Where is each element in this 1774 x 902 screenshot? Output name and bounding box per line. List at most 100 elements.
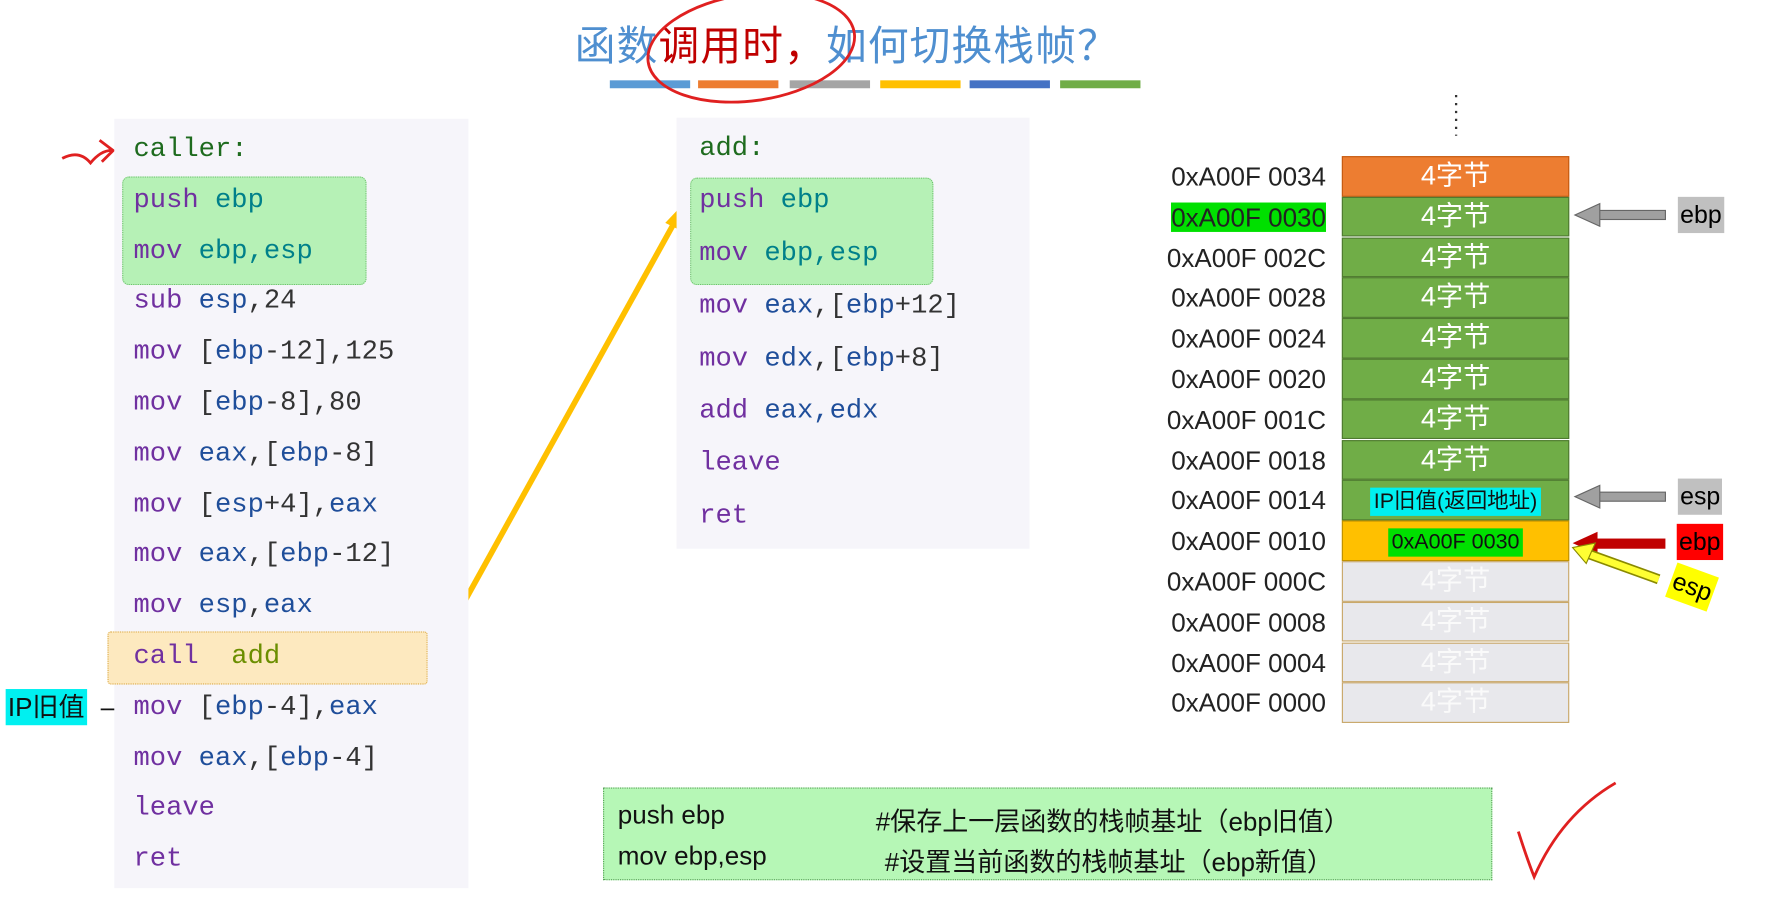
code-token-num: ,24 [247,286,297,318]
old-esp-arrow-icon [1573,484,1666,509]
stack-cell: 4字节 [1341,399,1570,440]
code-line: ret [134,844,183,876]
code-token-reg: ebp [280,540,330,571]
code-line: mov [ebp-4],eax [134,692,378,724]
old-ebp-arrow-icon [1573,202,1666,228]
code-token-num: +8] [894,343,944,375]
code-token-reg: eax [329,489,378,520]
title-color-bar [698,80,779,89]
code-line: mov ebp,esp [699,238,878,270]
new-esp-arrow-icon [1571,542,1661,585]
code-token-op: push [699,185,781,217]
code-token-num: [ [198,388,215,419]
code-token-fn: add [231,641,281,673]
stack-address: 0xA00F 0024 [1134,322,1326,356]
stack-address-text: 0xA00F 0024 [1171,323,1327,354]
caller-pointer-arrow-icon [61,139,116,166]
code-token-op: sub [133,286,199,318]
code-token-op: leave [699,448,781,480]
stack-address: 0xA00F 0014 [1134,484,1326,518]
code-token-reg: eax [764,290,814,322]
stack-address: 0xA00F 0034 [1134,160,1326,194]
note-comment-2: #设置当前函数的栈帧基址（ebp新值） [884,847,1333,877]
code-label: add: [699,134,764,166]
code-line: leave [134,794,215,826]
code-token-reg: eax [198,742,248,774]
stack-cell: 4字节 [1341,601,1570,643]
code-token-num: -4], [263,692,330,723]
code-token-label: add: [699,133,765,165]
stack-cell-content: IP旧值(返回地址) [1370,488,1541,517]
stack-cell-content: 4字节 [1420,444,1491,475]
stack-address-text: 0xA00F 0028 [1171,283,1327,313]
note-comment-1: #保存上一层函数的栈帧基址（ebp旧值） [875,806,1350,837]
code-token-reg: edx [764,343,814,375]
code-token-reg: ebp [845,290,895,322]
code-line: ret [699,501,748,533]
code-token-num: , [247,590,264,622]
code-token-reg: esp [214,489,264,520]
code-token-num: +12] [894,290,960,322]
code-token-reg: eax [329,692,378,723]
code-line: push ebp [699,186,829,218]
note-code-2: mov ebp,esp [617,840,767,871]
title-part3: 如何切换栈帧？ [825,22,1120,70]
stack-address-text: 0xA00F 000C [1166,566,1327,597]
stack-address: 0xA00F 0010 [1134,524,1326,558]
stack-cell: 0xA00F 0030 [1341,520,1570,562]
code-label: caller: [134,135,248,167]
stack-cell-content: 4字节 [1420,241,1491,273]
stack-address: 0xA00F 0000 [1134,686,1326,720]
code-token-reg: eax [198,438,248,470]
stack-address-text: 0xA00F 0030 [1171,202,1327,232]
title-part2: 调用时， [658,22,826,70]
code-token-op: push [133,185,215,216]
stack-address-text: 0xA00F 0000 [1171,688,1327,718]
code-token-reg: eax,edx [764,395,879,427]
summary-note: push ebp #保存上一层函数的栈帧基址（ebp旧值） mov ebp,es… [603,787,1493,881]
stack-cell: IP旧值(返回地址) [1341,480,1570,521]
code-token-op: mov [133,590,199,622]
stack-cell: 4字节 [1341,439,1570,481]
stack-address: 0xA00F 000C [1134,565,1326,599]
stack-address: 0xA00F 0028 [1134,281,1326,315]
code-token-reg: eax [263,590,313,622]
code-token-reg: esp [198,590,248,622]
code-token-op: mov [133,438,199,470]
code-token-num: ,[ [247,742,281,774]
code-line: mov eax,[ebp-4] [134,743,378,775]
stack-cell: 4字节 [1341,156,1570,197]
stack-address: 0xA00F 0008 [1134,605,1326,639]
code-line: add eax,edx [699,396,878,428]
stack-cell-content: 0xA00F 0030 [1388,528,1523,557]
code-token-op: ret [699,500,749,532]
code-token-ebp: ebp [214,185,264,216]
stack-address: 0xA00F 0018 [1134,443,1326,477]
code-token-num: -8] [329,438,378,470]
code-token-num: -8],80 [263,388,362,419]
title-color-bar [969,80,1050,89]
code-line: mov esp,eax [134,591,313,623]
stack-cell-content: 4字节 [1420,363,1491,394]
stack-address-text: 0xA00F 0020 [1171,364,1327,394]
stack-address-text: 0xA00F 001C [1166,404,1327,435]
title-color-bar [880,80,961,89]
code-token-label: caller: [133,134,248,166]
code-token-reg: ebp [214,388,264,419]
stack-cell: 4字节 [1341,358,1570,400]
stack-cell: 4字节 [1341,237,1570,278]
code-token-num: -12],125 [263,337,395,368]
code-token-num: [ [198,489,215,520]
stack-cell: 4字节 [1341,277,1570,319]
code-line: push ebp [134,185,264,217]
code-token-op: mov [133,742,199,774]
stack-cell-content: 4字节 [1420,565,1491,597]
code-token-num: [ [198,337,215,368]
stack-cell: 4字节 [1341,682,1570,724]
code-token-num: ,[ [813,343,846,375]
stack-cell-content: 4字节 [1420,282,1491,313]
stack-address-text: 0xA00F 002C [1166,242,1327,273]
code-token-op: add [699,395,765,427]
stack-cell-content: 4字节 [1420,201,1491,232]
